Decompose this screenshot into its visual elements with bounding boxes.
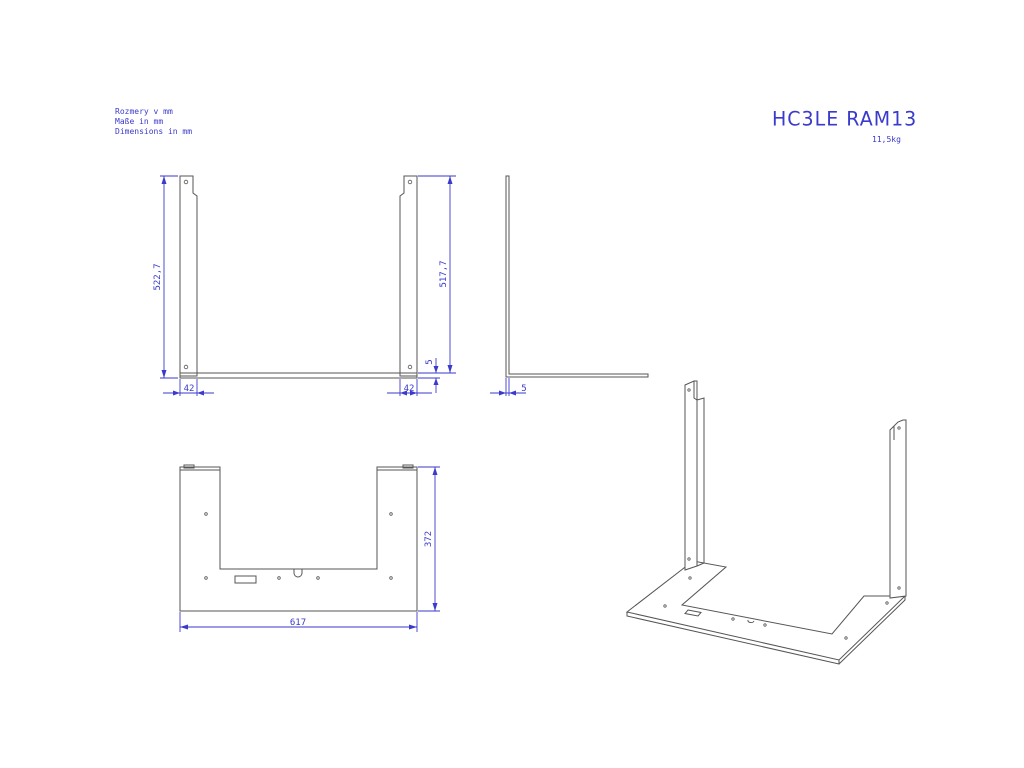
units-note-german: Maße in mm <box>115 117 164 126</box>
plan-slot-cutout <box>234 575 257 584</box>
iso-right-upright <box>889 419 907 599</box>
dim-front-left-width: 42 <box>163 379 214 396</box>
front-base-plate <box>179 372 418 379</box>
dim-plan-width: 617 <box>179 612 418 632</box>
side-profile <box>505 175 649 378</box>
dim-label-front-left-width: 42 <box>184 384 195 394</box>
plan-view <box>179 464 418 612</box>
dim-label-plan-depth: 372 <box>424 531 434 547</box>
dim-label-side-thickness: 5 <box>521 384 526 394</box>
dim-label-front-right-width: 42 <box>404 384 415 394</box>
iso-left-upright <box>684 380 698 571</box>
dim-front-right-width: 42 <box>387 379 432 396</box>
units-note-slovak: Rozmery v mm <box>115 107 173 116</box>
dim-plan-depth: 372 <box>418 466 440 612</box>
dim-label-front-right-height: 517,7 <box>439 260 449 287</box>
dim-front-left-height: 522,7 <box>153 175 178 379</box>
dim-front-base-thickness: 5 <box>418 358 440 393</box>
front-view <box>179 175 418 379</box>
iso-u-plate <box>625 560 907 661</box>
dim-label-front-base-thickness: 5 <box>425 359 435 364</box>
isometric-view <box>625 380 907 665</box>
part-weight: 11,5kg <box>872 135 901 144</box>
side-view <box>505 175 649 378</box>
units-note-english: Dimensions in mm <box>115 127 193 136</box>
dim-label-plan-width: 617 <box>290 618 306 628</box>
plan-u-plate <box>179 466 418 612</box>
dim-side-thickness: 5 <box>490 378 527 396</box>
front-right-upright <box>399 175 418 377</box>
plan-notch <box>293 569 303 578</box>
dim-label-front-left-height: 522,7 <box>153 263 163 290</box>
drawing-title: HC3LE RAM13 <box>772 107 918 131</box>
front-left-upright <box>179 175 198 377</box>
dim-front-right-height: 517,7 <box>418 175 456 374</box>
